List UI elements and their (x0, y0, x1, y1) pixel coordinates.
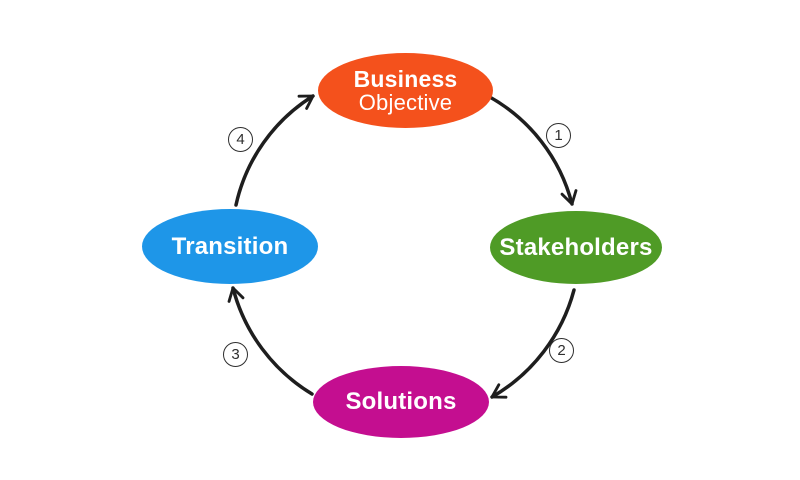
node-business-objective-label-line2: Objective (358, 90, 453, 116)
node-solutions-label: Solutions (345, 388, 457, 416)
step-number-badge-3: 3 (223, 342, 248, 367)
node-transition-label: Transition (171, 232, 289, 260)
node-business-objective: Business Objective (318, 53, 493, 128)
arrow-step-2 (490, 288, 576, 399)
arrow-step-4 (234, 94, 315, 207)
node-stakeholders: Stakeholders (490, 211, 662, 284)
node-business-objective-label-line1: Business (353, 65, 458, 92)
arrow-step-3 (227, 286, 314, 396)
node-solutions: Solutions (313, 366, 489, 438)
arrow-step-1 (486, 94, 578, 206)
node-stakeholders-label: Stakeholders (499, 233, 653, 261)
node-transition: Transition (142, 209, 318, 284)
step-number-badge-1: 1 (546, 123, 571, 148)
step-number-badge-2: 2 (549, 338, 574, 363)
step-number-badge-4: 4 (228, 127, 253, 152)
